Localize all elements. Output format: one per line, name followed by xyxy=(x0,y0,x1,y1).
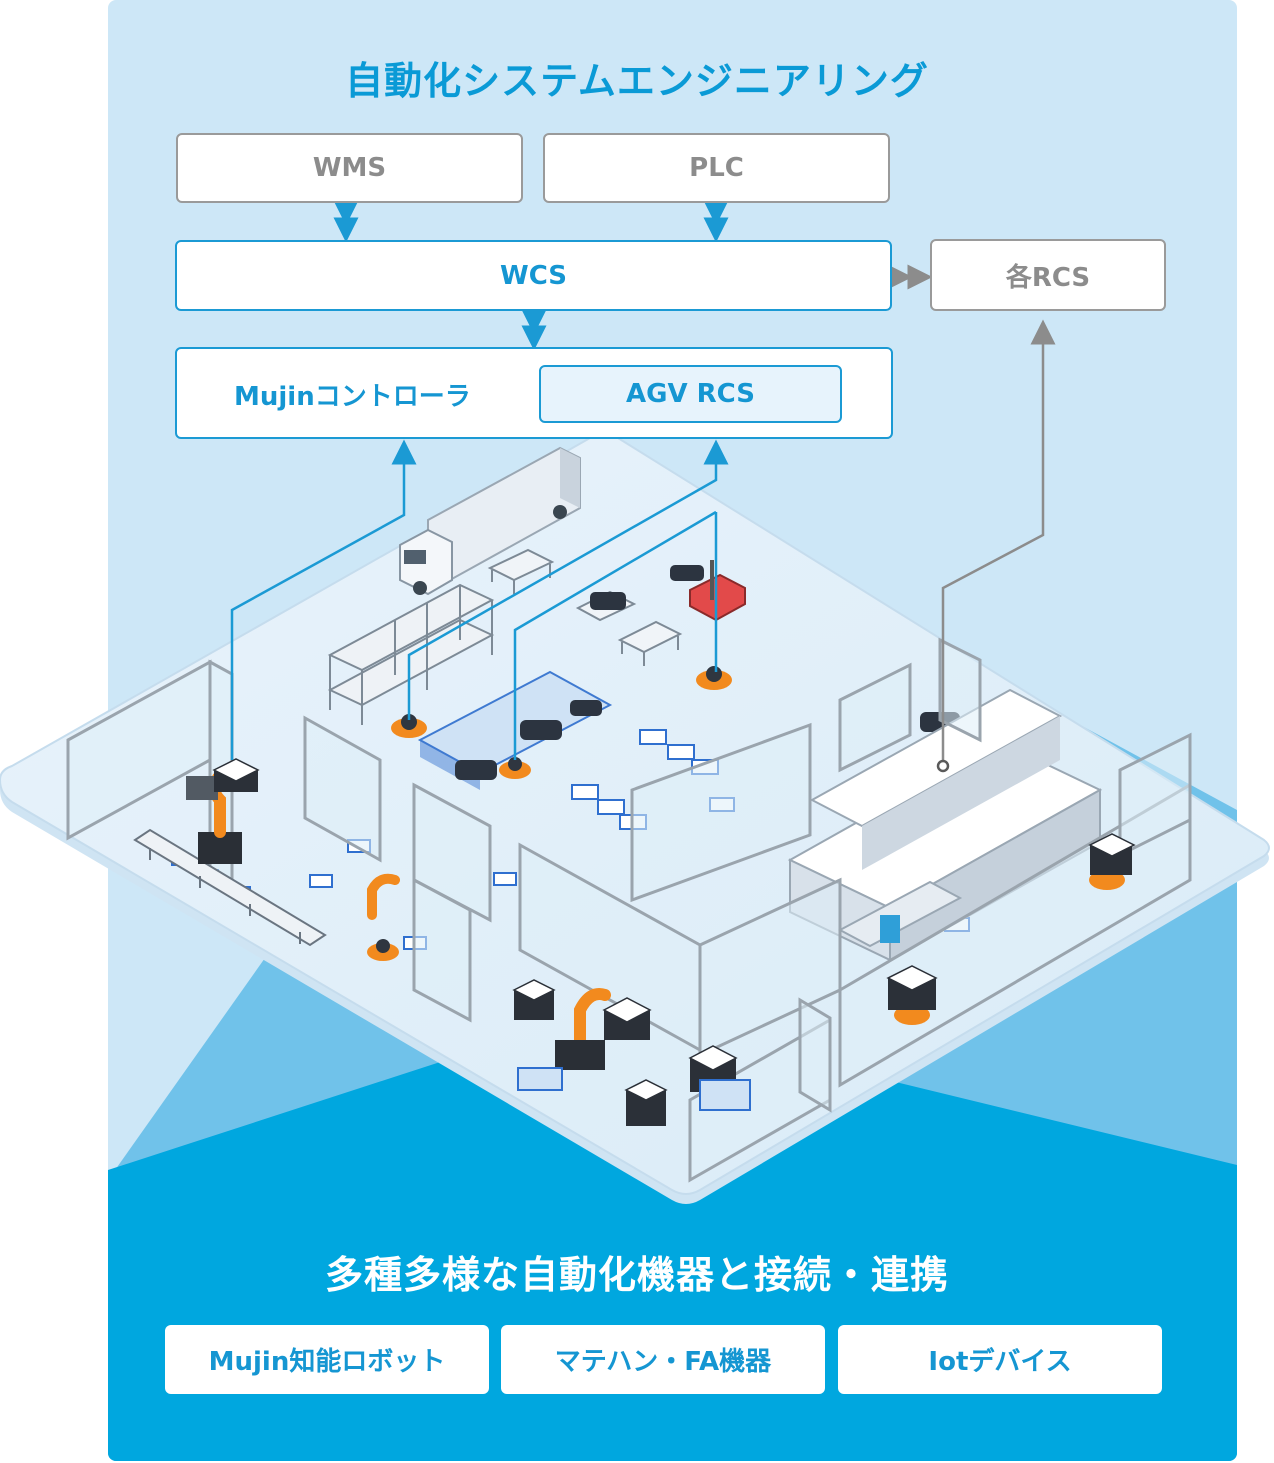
wcs-label: WCS xyxy=(500,260,567,291)
rcs-box: 各RCS xyxy=(930,239,1166,311)
machine-to-rcs-line xyxy=(941,319,1056,766)
agv-to-rcs-line-2 xyxy=(513,510,717,760)
agv-rcs-box: AGV RCS xyxy=(539,365,842,423)
plc-box: PLC xyxy=(543,133,890,203)
plc-label: PLC xyxy=(689,153,744,183)
controller-label: Mujinコントローラ xyxy=(234,381,471,412)
truck xyxy=(399,446,581,596)
category-mujin-robot: Mujin知能ロボット xyxy=(165,1325,489,1394)
conveyor xyxy=(133,828,327,947)
rcs-label: 各RCS xyxy=(1005,262,1091,293)
category-label: Mujin知能ロボット xyxy=(208,1347,446,1377)
wcs-box: WCS xyxy=(175,240,892,311)
robot-to-controller-line xyxy=(230,439,417,760)
pallet-stacks xyxy=(212,758,1136,1126)
category-material-handling: マテハン・FA機器 xyxy=(501,1325,825,1394)
forklift xyxy=(689,560,746,622)
category-label: マテハン・FA機器 xyxy=(554,1347,772,1377)
agv-to-rcs-line-1 xyxy=(407,439,729,720)
category-iot-devices: Iotデバイス xyxy=(838,1325,1162,1394)
connector-lines xyxy=(230,200,1056,773)
page-title: 自動化システムエンジニアリング xyxy=(345,59,929,103)
category-label: Iotデバイス xyxy=(928,1347,1072,1377)
shelving-racks xyxy=(327,583,495,725)
wms-box: WMS xyxy=(176,133,523,203)
wms-label: WMS xyxy=(312,153,387,183)
agv-rcs-label: AGV RCS xyxy=(626,379,755,409)
section-subtitle: 多種多様な自動化機器と接続・連携 xyxy=(324,1253,949,1297)
machinery-line xyxy=(787,688,1103,962)
